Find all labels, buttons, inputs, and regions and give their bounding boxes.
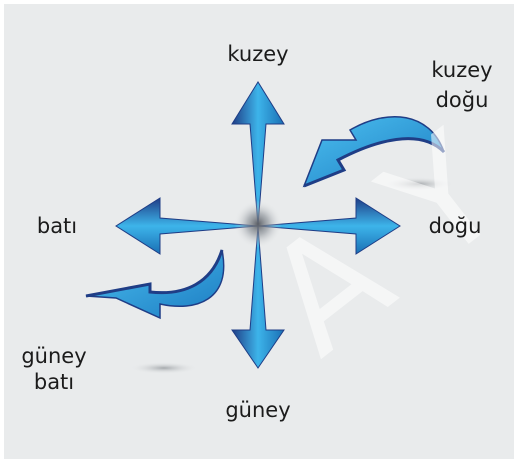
northeast-curved-arrow-edge bbox=[303, 137, 446, 188]
watermark: A Y bbox=[235, 102, 518, 388]
label-west: batı bbox=[36, 214, 78, 238]
south-arrow bbox=[231, 225, 285, 369]
label-southwest-line2: batı bbox=[33, 370, 75, 394]
southwest-shadow bbox=[130, 362, 198, 374]
label-southwest: güney batı bbox=[14, 344, 94, 394]
label-north: kuzey bbox=[227, 42, 289, 66]
label-northeast-line2: doğu bbox=[435, 88, 489, 112]
label-southwest-line1: güney bbox=[21, 344, 87, 368]
label-northeast-line1: kuzey bbox=[431, 58, 493, 82]
label-northeast: kuzey doğu bbox=[412, 58, 512, 112]
southwest-curved-arrow-edge bbox=[85, 249, 224, 298]
northeast-shadow bbox=[382, 177, 454, 191]
north-arrow bbox=[231, 81, 285, 227]
east-arrow bbox=[257, 197, 401, 255]
west-arrow bbox=[115, 197, 259, 255]
compass-center bbox=[234, 200, 282, 248]
label-east: doğu bbox=[428, 214, 482, 238]
label-south: güney bbox=[225, 398, 291, 422]
southwest-curved-arrow bbox=[85, 249, 225, 320]
